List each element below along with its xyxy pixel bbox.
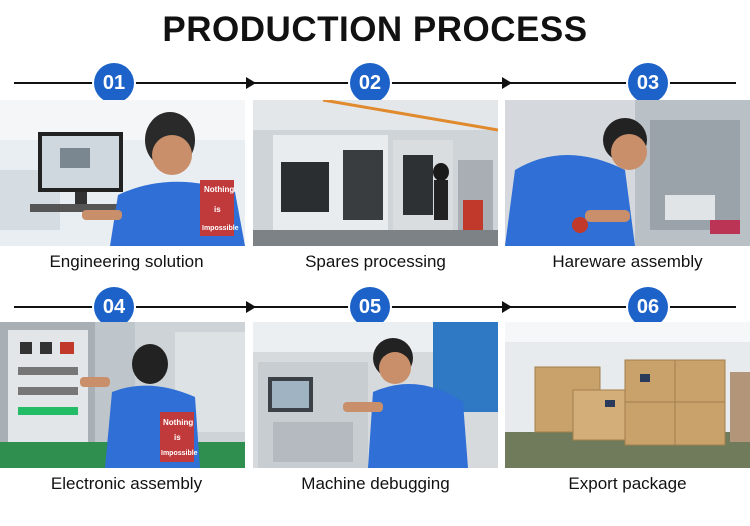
photo-hardware-assembly [505, 100, 750, 246]
caption-step-03: Hareware assembly [552, 252, 703, 271]
step-badge-03: 03 [628, 63, 668, 103]
photo-machine-debugging [253, 322, 498, 468]
shirt-text: Impossible [202, 225, 239, 232]
shirt-text: Impossible [161, 450, 198, 457]
caption-step-04: Electronic assembly [50, 474, 203, 493]
step-badge-02: 02 [350, 63, 390, 103]
caption-step-02: Spares processing [305, 252, 446, 271]
step-badge-01: 01 [94, 63, 134, 103]
photo-electronic-assembly: Nothing is Impossible [0, 322, 245, 468]
timeline-row-1: 01 02 03 [14, 63, 736, 103]
step-badge-05: 05 [350, 287, 390, 327]
shirt-text: is [214, 205, 221, 214]
step-badge-06: 06 [628, 287, 668, 327]
shirt-text: Nothing [204, 185, 234, 194]
shirt-text: Nothing [163, 418, 193, 427]
arrow-right-icon [246, 77, 256, 89]
photo-engineering-solution: Nothing is Impossible [0, 100, 245, 246]
timeline-row-2: 04 05 06 [14, 287, 736, 327]
page-title: PRODUCTION PROCESS [162, 10, 588, 49]
photo-export-package [505, 322, 750, 468]
arrow-right-icon [502, 77, 512, 89]
photo-spares-processing [253, 100, 498, 246]
shirt-text: is [174, 433, 181, 442]
caption-step-05: Machine debugging [301, 474, 450, 493]
step-badge-04: 04 [94, 287, 134, 327]
caption-step-06: Export package [568, 474, 687, 493]
arrow-right-icon [246, 301, 256, 313]
caption-step-01: Engineering solution [49, 252, 204, 271]
arrow-right-icon [502, 301, 512, 313]
